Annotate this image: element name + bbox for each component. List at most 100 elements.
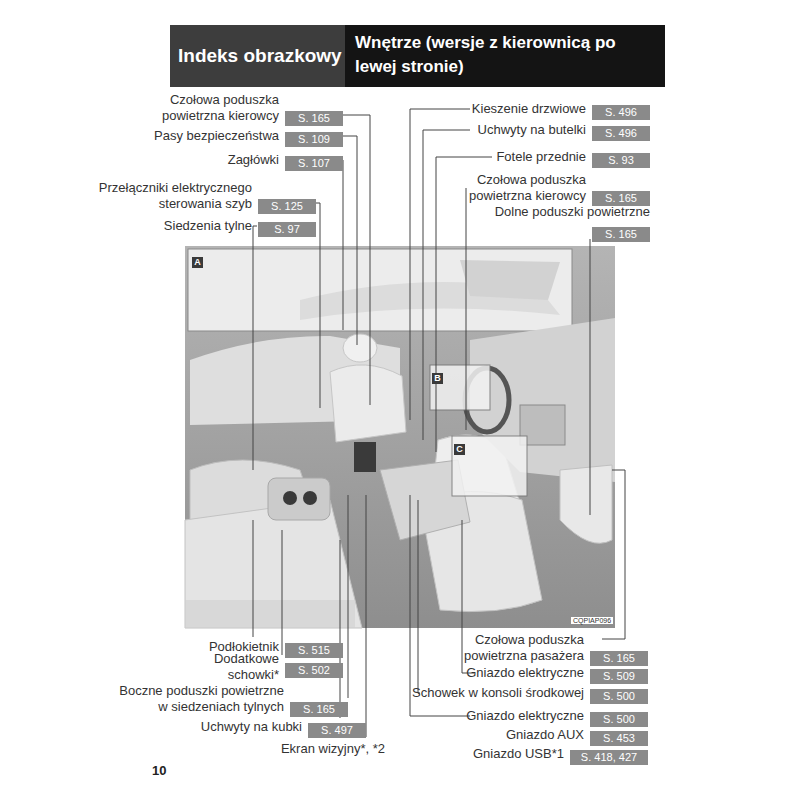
inset-letter: B [432, 373, 443, 384]
page-number-box: S. 165 [285, 111, 343, 126]
page-reference: S. 165Boczne poduszki powietrzne w siedz… [290, 699, 348, 714]
leader-lines-part [410, 109, 470, 420]
page-number-box: S. 453 [590, 731, 648, 746]
photo-part [560, 465, 612, 543]
callout-label: Uchwyty na butelki [478, 122, 586, 138]
photo-part [430, 365, 490, 410]
section-heading: Wnętrze (wersje z kierownicą po lewej st… [355, 31, 655, 79]
page-reference: S. 165Dolne poduszki powietrzne [592, 224, 650, 239]
page-reference: S. 109Pasy bezpieczeństwa [285, 129, 343, 144]
page-number-box: S. 109 [285, 132, 343, 147]
callout-label: Czołowa poduszka powietrzna kierowcy [456, 172, 586, 204]
page-reference: S. 165Czołowa poduszka powietrzna kierow… [285, 108, 343, 123]
page-number-box: S. 165 [592, 227, 650, 242]
page-number-box: S. 497 [308, 723, 366, 738]
page-reference: S. 500Schowek w konsoli środkowej [590, 686, 648, 701]
callout-label: Gniazdo AUX [506, 727, 584, 743]
page-number-box: S. 496 [592, 105, 650, 120]
page-number-box: S. 515 [285, 643, 343, 658]
photo-part [460, 260, 560, 300]
callout-label: Siedzenia tylne [164, 218, 252, 234]
page-reference: S. 453Gniazdo AUX [590, 728, 648, 743]
leader-lines-part [253, 226, 257, 470]
photo-part [188, 249, 572, 331]
page-reference: S. 509Gniazdo elektryczne [590, 666, 648, 681]
page-number-box: S. 125 [258, 199, 316, 214]
photo-part [268, 478, 330, 520]
leader-lines-part [282, 530, 283, 655]
leader-lines-part [253, 520, 254, 637]
callout-label: Gniazdo elektryczne [466, 665, 584, 681]
page-reference: S. 500Gniazdo elektryczne [590, 709, 648, 724]
photo-part [330, 365, 406, 442]
callout-label: Dolne poduszki powietrzne [495, 204, 650, 220]
page-reference: S. 496Uchwyty na butelki [592, 123, 650, 138]
page-reference: S. 502Dodatkowe schowki* [285, 660, 343, 675]
callout-label: Boczne poduszki powietrzne w siedzeniach… [109, 683, 284, 715]
page-number-box: S. 97 [258, 222, 316, 237]
page-number-box: S. 502 [285, 663, 343, 678]
callout-label: Zagłówki [228, 152, 279, 168]
leader-lines-part [348, 495, 349, 698]
leader-lines-part [410, 495, 470, 716]
page-number-box: S. 165 [290, 702, 348, 717]
page-number-box: S. 509 [590, 669, 648, 684]
page-reference: S. 125Przełączniki elektrycznego sterowa… [258, 196, 316, 211]
page-reference: S. 97Siedzenia tylne [258, 219, 316, 234]
page-number-box: S. 107 [285, 156, 343, 171]
photo-part [185, 246, 615, 628]
page-number-box: S. 418, 427 [570, 750, 648, 765]
leader-lines-part [423, 130, 470, 440]
inset-letter: A [192, 257, 203, 268]
photo-part [283, 491, 297, 505]
page-reference: S. 496Kieszenie drzwiowe [592, 102, 650, 117]
callout-label: Schowek w konsoli środkowej [412, 685, 584, 701]
callout-label: Dodatkowe schowki* [199, 651, 279, 683]
callout-label: Fotele przednie [496, 149, 586, 165]
callout-label: Czołowa poduszka powietrzna kierowcy [149, 92, 279, 124]
leader-lines-part [602, 470, 625, 639]
image-code: CQPIAP096 [571, 617, 613, 624]
page-reference: S. 165Czołowa poduszka powietrzna pasaże… [590, 648, 648, 663]
page-reference: S. 497Uchwyty na kubki [308, 720, 366, 735]
callout-label: Gniazdo USB*1 [473, 746, 564, 762]
page-number-box: S. 165 [592, 191, 650, 206]
photo-part [343, 334, 377, 362]
page-number: 10 [152, 763, 166, 778]
page-reference: S. 418, 427Gniazdo USB*1 [570, 747, 648, 762]
leader-lines-part [590, 239, 591, 515]
page-reference: S. 107Zagłówki [285, 153, 343, 168]
callout-label: Czołowa poduszka powietrzna pasażera [454, 632, 584, 664]
page-number-box: S. 496 [592, 126, 650, 141]
leader-lines-part [418, 500, 420, 693]
callout-label: Przełączniki elektrycznego sterowania sz… [77, 180, 252, 212]
inset-letter: C [454, 444, 465, 455]
leader-lines-part [366, 495, 367, 737]
leader-lines-part [340, 540, 341, 718]
page-reference: S. 93Fotele przednie [592, 150, 650, 165]
photo-part [452, 436, 527, 496]
photo-part [185, 600, 355, 628]
callout-label: Kieszenie drzwiowe [472, 101, 586, 117]
page-number-box: S. 500 [590, 689, 648, 704]
leader-lines-part [336, 160, 343, 330]
callout-label: Uchwyty na kubki [201, 719, 302, 735]
inset-marker: A [192, 251, 203, 262]
page-number-box: S. 93 [592, 153, 650, 168]
page-title: Indeks obrazkowy [178, 45, 342, 67]
page-reference: S. 515Podłokietnik [285, 640, 343, 655]
callout-label: Gniazdo elektryczne [466, 708, 584, 724]
leader-lines [253, 109, 625, 737]
page-number-box: S. 500 [590, 712, 648, 727]
leader-lines-part [466, 188, 467, 430]
page-reference: S. 165Czołowa poduszka powietrzna kierow… [592, 188, 650, 203]
callout-label: Ekran wizyjny*, *2 [281, 741, 385, 756]
photo [185, 246, 615, 628]
photo-part [354, 442, 376, 472]
inset-marker: B [432, 367, 443, 378]
callout-label: Pasy bezpieczeństwa [154, 128, 279, 144]
inset-marker: C [454, 438, 465, 449]
photo-part [303, 491, 317, 505]
